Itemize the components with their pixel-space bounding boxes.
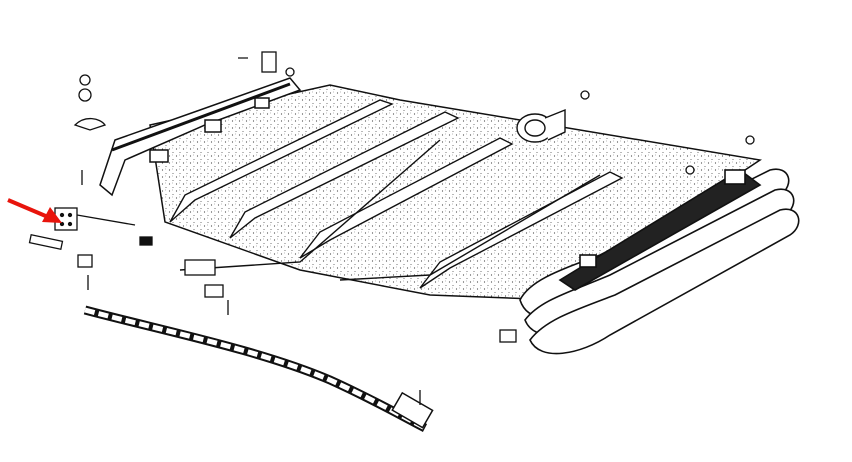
roof-bows xyxy=(169,99,624,289)
rolled-fabric-rear xyxy=(519,168,800,355)
bow-1 xyxy=(169,99,394,223)
fabric-roll xyxy=(516,108,566,143)
hardware-parts xyxy=(28,51,755,405)
bow-2 xyxy=(229,111,460,239)
bow-4 xyxy=(419,171,624,289)
bow-3 xyxy=(299,137,514,259)
clamp-strip xyxy=(28,233,64,251)
tension-strap xyxy=(179,139,441,271)
pointer-arrow xyxy=(7,198,62,223)
tension-strap xyxy=(339,174,601,281)
front-bow xyxy=(99,77,302,197)
weather-seal-strip xyxy=(83,305,434,432)
